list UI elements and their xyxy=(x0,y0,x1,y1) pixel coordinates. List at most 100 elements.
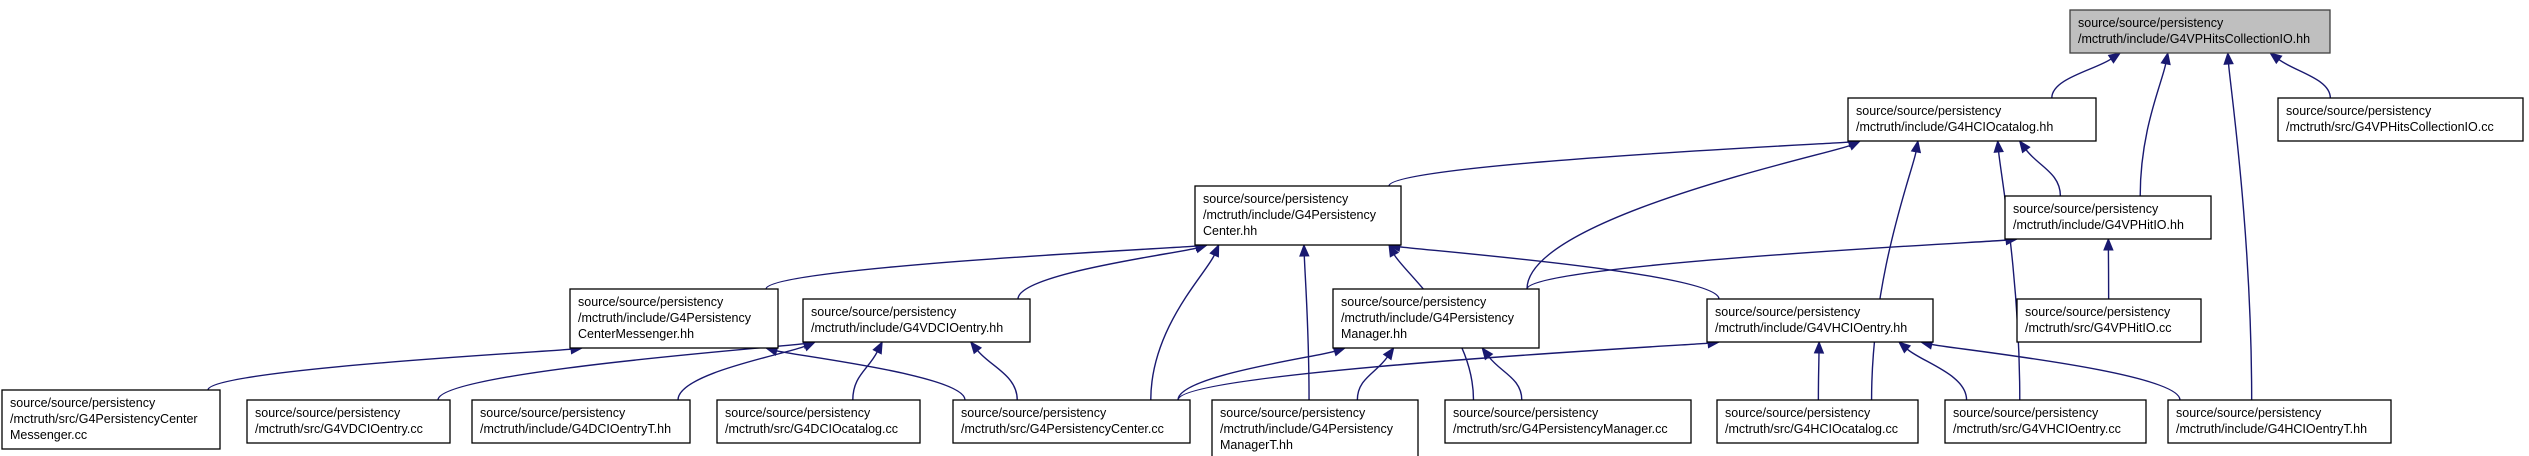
arrowhead-icon xyxy=(1299,243,1310,257)
file-node[interactable]: source/source/persistency/mctruth/src/G4… xyxy=(1944,399,2147,444)
node-label-line: /mctruth/include/G4VHCIOentry.hh xyxy=(1715,321,1907,335)
file-node[interactable]: source/source/persistency/mctruth/src/G4… xyxy=(2016,298,2202,343)
node-label-line: /mctruth/src/G4VHCIOentry.cc xyxy=(1953,422,2121,436)
dependency-edge xyxy=(1993,139,2021,401)
edge-line xyxy=(1399,246,1720,300)
node-label-line: /mctruth/src/G4PersistencyCenter.cc xyxy=(961,422,1164,436)
edge-line xyxy=(1997,151,2021,401)
node-box xyxy=(1847,97,2097,142)
node-box xyxy=(1716,399,1919,444)
file-node[interactable]: source/source/persistency/mctruth/src/G4… xyxy=(246,399,451,444)
node-label-line: /mctruth/src/G4VPHitsCollectionIO.cc xyxy=(2286,120,2494,134)
arrowhead-icon xyxy=(1388,243,1400,258)
dependency-edge xyxy=(677,341,817,401)
file-node[interactable]: source/source/persistency/mctruth/includ… xyxy=(1847,97,2097,142)
dependency-edge xyxy=(1356,346,1395,401)
file-node[interactable]: source/source/persistency/mctruth/includ… xyxy=(569,288,779,349)
node-label-line: /mctruth/include/G4Persistency xyxy=(1203,208,1377,222)
nodes-layer: source/source/persistency/mctruth/includ… xyxy=(1,9,2524,456)
file-node[interactable]: source/source/persistency/mctruth/src/G4… xyxy=(1716,399,1919,444)
file-node[interactable]: source/source/persistency/mctruth/src/G4… xyxy=(1444,399,1692,444)
dependency-edge xyxy=(1897,341,1968,401)
node-box xyxy=(952,399,1191,444)
node-box xyxy=(802,298,1031,343)
file-node[interactable]: source/source/persistency/mctruth/src/G4… xyxy=(952,399,1191,444)
file-node[interactable]: source/source/persistency/mctruth/src/G4… xyxy=(716,399,921,444)
node-label-line: source/source/persistency xyxy=(1725,406,1871,420)
edge-line xyxy=(1017,247,1197,300)
node-label-line: source/source/persistency xyxy=(255,406,401,420)
file-node[interactable]: source/source/persistency/mctruth/includ… xyxy=(1706,298,1934,343)
node-label-line: source/source/persistency xyxy=(1341,295,1487,309)
arrowhead-icon xyxy=(1993,139,2004,153)
edge-line xyxy=(2227,63,2253,401)
dependency-edge xyxy=(1919,339,2181,401)
node-box xyxy=(1332,288,1540,349)
dependency-edge xyxy=(1299,243,1310,401)
arrowhead-icon xyxy=(2269,52,2283,65)
arrowhead-icon xyxy=(1481,346,1494,361)
node-label-line: source/source/persistency xyxy=(1220,406,1366,420)
file-node[interactable]: source/source/persistency/mctruth/src/G4… xyxy=(2277,97,2524,142)
node-label-line: source/source/persistency xyxy=(811,305,957,319)
node-label-line: source/source/persistency xyxy=(2078,16,2224,30)
node-label-line: /mctruth/include/G4VDCIOentry.hh xyxy=(811,321,1003,335)
edge-line xyxy=(765,245,1197,290)
arrowhead-icon xyxy=(802,341,817,352)
edge-line xyxy=(1906,348,1968,401)
edge-line xyxy=(1303,255,1310,401)
file-node[interactable]: source/source/persistency/mctruth/includ… xyxy=(1211,399,1419,456)
node-box xyxy=(2016,298,2202,343)
dependency-edge xyxy=(969,340,1018,401)
node-box xyxy=(1706,298,1934,343)
node-box xyxy=(569,288,779,349)
edge-line xyxy=(2051,58,2112,99)
edge-line xyxy=(1817,352,1820,401)
file-node[interactable]: source/source/persistency/mctruth/includ… xyxy=(2167,399,2392,444)
node-label-line: source/source/persistency xyxy=(2176,406,2322,420)
edge-line xyxy=(776,350,966,401)
node-label-line: source/source/persistency xyxy=(725,406,871,420)
node-label-line: /mctruth/include/G4HCIOentryT.hh xyxy=(2176,422,2367,436)
file-node[interactable]: source/source/persistency/mctruth/includ… xyxy=(471,399,691,444)
dependency-edge xyxy=(2269,52,2332,99)
file-node[interactable]: source/source/persistency/mctruth/includ… xyxy=(1332,288,1540,349)
edge-line xyxy=(2025,149,2062,197)
node-label-line: CenterMessenger.hh xyxy=(578,327,694,341)
edge-line xyxy=(1488,356,1523,401)
node-label-line: /mctruth/include/G4VPHitsCollectionIO.hh xyxy=(2078,32,2310,46)
dependency-edge xyxy=(207,344,584,391)
edge-line xyxy=(1526,239,2007,290)
node-box xyxy=(246,399,451,444)
dependency-edge xyxy=(2103,237,2114,300)
node-label-line: /mctruth/include/G4Persistency xyxy=(1341,311,1515,325)
node-box xyxy=(1,389,221,450)
node-label-line: source/source/persistency xyxy=(961,406,1107,420)
dependency-edge xyxy=(764,345,966,401)
file-node[interactable]: source/source/persistency/mctruth/includ… xyxy=(2004,195,2212,240)
dependency-edge xyxy=(1481,346,1523,401)
edge-line xyxy=(437,342,805,401)
dependency-edge xyxy=(1150,243,1220,401)
arrowhead-icon xyxy=(1813,340,1825,354)
node-label-line: ManagerT.hh xyxy=(1220,438,1293,452)
edge-line xyxy=(977,350,1018,401)
dependency-edge xyxy=(2139,51,2171,197)
arrowhead-icon xyxy=(2103,237,2114,251)
arrowhead-icon xyxy=(1209,243,1220,258)
file-node[interactable]: source/source/persistency/mctruth/includ… xyxy=(802,298,1031,343)
dependency-edge xyxy=(1526,234,2019,290)
node-label-line: source/source/persistency xyxy=(1715,305,1861,319)
arrowhead-icon xyxy=(2018,139,2031,154)
arrowhead-icon xyxy=(2223,51,2234,65)
file-node[interactable]: source/source/persistency/mctruth/includ… xyxy=(1194,185,1402,246)
dependency-edge xyxy=(852,340,883,401)
edge-line xyxy=(1931,343,2181,401)
dependency-edge xyxy=(1017,243,1209,300)
node-box xyxy=(716,399,921,444)
file-node[interactable]: source/source/persistency/mctruth/src/G4… xyxy=(1,389,221,450)
node-box xyxy=(1211,399,1419,456)
edge-line xyxy=(1388,141,1850,187)
edge-line xyxy=(207,348,572,391)
